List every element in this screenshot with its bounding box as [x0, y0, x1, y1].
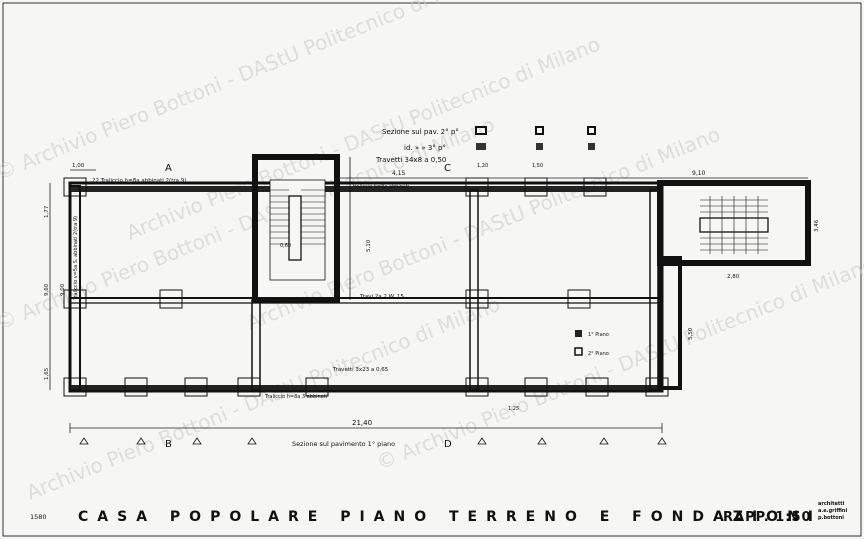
dim-960: 9,60	[44, 283, 50, 296]
section-markers: A C B D Sezione sul pavimento 1° piano	[79, 163, 667, 450]
beam-label-left: Traliccio v=5a S. abbinati 2(tra 9)	[73, 216, 79, 301]
dim-510: 5,10	[366, 239, 372, 252]
stairwell-left	[252, 154, 351, 303]
legend: Sezione sul pav. 2° p° id. » » 3° p° Tra…	[375, 126, 596, 164]
beam-label-top: 22 Traliccio h=8a abbinati 2(tra.9)	[92, 178, 186, 184]
section-label-d: D	[444, 439, 452, 450]
dimensions: 21,40 1,00 4,15 9,10 1,20 1,50 1,77 9,60…	[44, 163, 820, 433]
second-floor-label: 2° Piano	[588, 351, 609, 357]
section-label-b: B	[165, 439, 172, 450]
dim-165: 1,65	[44, 367, 50, 380]
dim-120: 1,20	[477, 163, 488, 169]
architect-line-2: a.e.griffini	[818, 508, 847, 514]
watermark: © Archivio Piero Bottoni - DAStU Politec…	[0, 0, 864, 505]
first-floor-label: 1° Piano	[588, 332, 609, 338]
dim-100: 1,00	[72, 163, 85, 169]
beam-label-bottom: Traliccio h=8a 3 abbinati	[264, 394, 327, 400]
bottom-section-label: Sezione sul pavimento 1° piano	[292, 440, 395, 448]
dim-125: 1,25	[508, 406, 519, 412]
beam-label-middle: Travi 2a 2 W. 15	[359, 294, 404, 300]
section-label-a: A	[165, 163, 172, 174]
dim-415: 4,15	[392, 170, 406, 177]
legend-line-3: Travetti 34x8 a 0,50	[375, 156, 446, 164]
architect-line-3: p.bottoni	[818, 515, 844, 521]
section-label-c: C	[444, 163, 451, 174]
dim-total-width: 21,40	[352, 419, 372, 427]
legend-line-2: id. » » 3° p°	[404, 144, 446, 152]
architect-line-1: architetti	[818, 501, 845, 507]
dim-910: 9,10	[692, 170, 706, 177]
beam-label-top-right: Traliccio h=8a abbinati	[351, 184, 409, 190]
dim-060: 0,60	[280, 243, 291, 249]
floor-plan: 1° Piano 2° Piano 22 Traliccio h=8a abbi…	[63, 154, 811, 400]
dim-346: 3,46	[814, 219, 820, 232]
dim-280: 2,80	[727, 274, 740, 280]
drawing-title: CASA POPOLARE PIANO TERRENO E FONDAZIONI	[78, 509, 822, 525]
dim-177: 1,77	[44, 205, 50, 218]
stairwell-right	[657, 180, 811, 390]
beam-label-lower: Travetti 3x23 a 0,65	[332, 367, 389, 373]
title-block: 1580 CASA POPOLARE PIANO TERRENO E FONDA…	[30, 501, 847, 525]
dim-150: 1,50	[532, 163, 543, 169]
legend-line-1: Sezione sul pav. 2° p°	[382, 128, 459, 136]
drawing-scale: RAPP. 1:50	[723, 510, 812, 525]
dim-900: 9,00	[60, 283, 66, 296]
dim-550: 5,50	[688, 327, 694, 340]
sheet-number: 1580	[30, 513, 47, 521]
